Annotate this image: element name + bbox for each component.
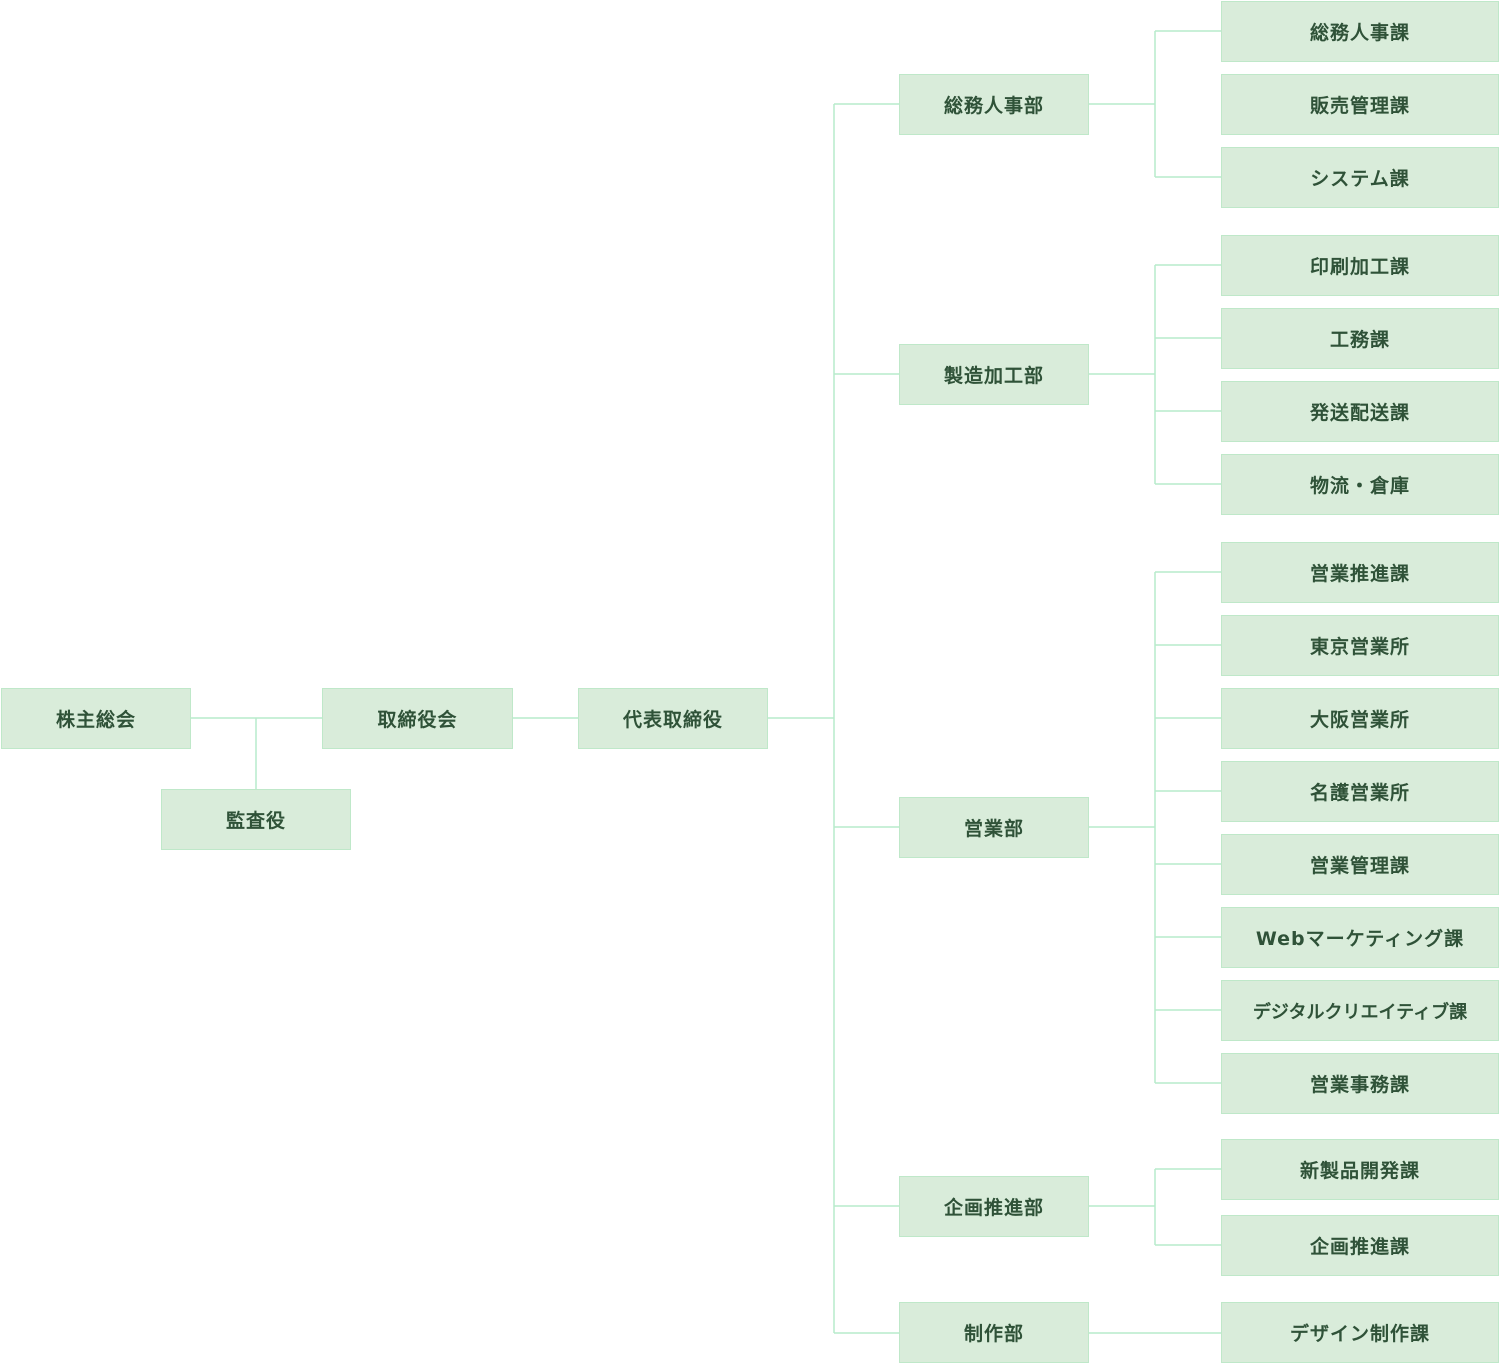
node-section-0-1: 販売管理課 [1221, 74, 1499, 135]
node-board-of-directors: 取締役会 [322, 688, 513, 749]
node-section-2-0: 営業推進課 [1221, 542, 1499, 603]
node-section-2-5: Webマーケティング課 [1221, 907, 1499, 968]
node-dept-1: 製造加工部 [899, 344, 1089, 405]
node-section-0-2: システム課 [1221, 147, 1499, 208]
node-auditor: 監査役 [161, 789, 351, 850]
node-dept-2: 営業部 [899, 797, 1089, 858]
node-section-2-2: 大阪営業所 [1221, 688, 1499, 749]
node-section-0-0: 総務人事課 [1221, 1, 1499, 62]
node-dept-4: 制作部 [899, 1302, 1089, 1363]
node-section-3-1: 企画推進課 [1221, 1215, 1499, 1276]
node-section-1-3: 物流・倉庫 [1221, 454, 1499, 515]
node-dept-3: 企画推進部 [899, 1176, 1089, 1237]
node-section-1-1: 工務課 [1221, 308, 1499, 369]
node-representative-director: 代表取締役 [578, 688, 768, 749]
node-section-2-4: 営業管理課 [1221, 834, 1499, 895]
node-section-1-2: 発送配送課 [1221, 381, 1499, 442]
node-section-2-3: 名護営業所 [1221, 761, 1499, 822]
node-section-4-0: デザイン制作課 [1221, 1302, 1499, 1363]
node-section-3-0: 新製品開発課 [1221, 1139, 1499, 1200]
node-section-2-6: デジタルクリエイティブ課 [1221, 980, 1499, 1041]
node-section-2-7: 営業事務課 [1221, 1053, 1499, 1114]
node-section-1-0: 印刷加工課 [1221, 235, 1499, 296]
node-shareholders-meeting: 株主総会 [1, 688, 191, 749]
node-section-2-1: 東京営業所 [1221, 615, 1499, 676]
node-dept-0: 総務人事部 [899, 74, 1089, 135]
